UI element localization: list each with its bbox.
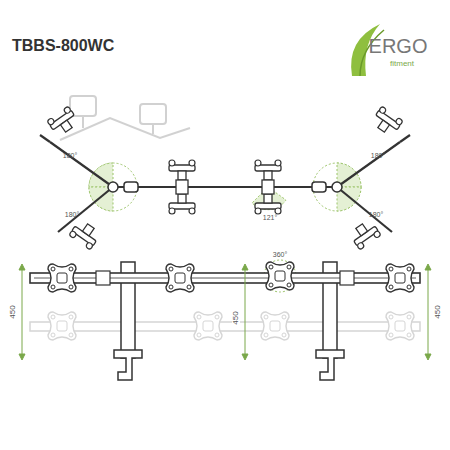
drawing-part [242, 264, 248, 270]
drawing-part [34, 278, 416, 279]
drawing-part [89, 163, 137, 211]
drawing-part [96, 271, 110, 285]
drawing-part [169, 160, 195, 180]
angle-label: 180° [64, 211, 80, 218]
drawing-part [264, 260, 296, 292]
drawing-part [48, 312, 76, 340]
drawing-part [152, 124, 154, 134]
drawing-part [70, 96, 96, 116]
drawing-part [400, 135, 410, 142]
drawing-part [332, 182, 342, 192]
drawing-part [140, 104, 166, 124]
drawing-part [262, 180, 274, 194]
drawing-part [30, 273, 420, 283]
drawing-part [337, 142, 400, 187]
drawing-part [316, 350, 344, 380]
drawing-part [19, 354, 25, 360]
drawing-part [386, 312, 414, 340]
ghost-front [30, 312, 420, 340]
angle-label: 180° [370, 152, 386, 159]
drawing-part [47, 106, 80, 137]
drawing-part [340, 271, 354, 285]
dimension-lines [19, 264, 431, 360]
drawing-part [313, 163, 361, 211]
ghost-arm [60, 96, 190, 140]
drawing-part [19, 264, 25, 270]
drawing-part [60, 118, 190, 140]
top-joints [108, 182, 342, 192]
logo-subtext: fitment [389, 60, 415, 68]
drawing-part [40, 135, 50, 142]
drawing-part [348, 219, 381, 250]
drawing-part [166, 264, 194, 292]
drawing-part [312, 182, 326, 192]
dimension-label: 450 [9, 304, 17, 319]
drawing-part [266, 262, 294, 290]
drawing-part [255, 160, 281, 180]
drawing-part [50, 142, 113, 187]
drawing-part [428, 268, 429, 356]
drawing-part [370, 106, 403, 137]
drawing-part [194, 312, 222, 340]
drawing-part [176, 180, 188, 194]
drawing-part [261, 312, 289, 340]
logo-text: ERGO [368, 36, 429, 56]
angle-label: 121° [262, 214, 278, 221]
drawing-part [48, 264, 76, 292]
drawing-part [386, 264, 414, 292]
top-view [40, 135, 410, 232]
drawing-part [113, 186, 337, 188]
angle-label: 180° [368, 211, 384, 218]
drawing-part [114, 350, 142, 380]
angle-label: 360° [272, 251, 288, 258]
angle-label: 180° [62, 152, 78, 159]
drawing-part [425, 264, 431, 270]
drawing-part [82, 116, 84, 128]
drawing-part [108, 182, 118, 192]
drawing-part [255, 194, 281, 214]
drawing-part [245, 268, 246, 356]
drawing-part [169, 194, 195, 214]
drawing-part [124, 182, 138, 192]
drawing-part [337, 187, 392, 232]
drawing-part [58, 187, 113, 232]
drawing-part [22, 268, 23, 356]
drawing-part [242, 354, 248, 360]
drawing-part [30, 322, 420, 331]
dimension-label: 450 [434, 304, 442, 319]
model-title: TBBS-800WC [12, 38, 114, 54]
top-plates [47, 106, 403, 250]
dimension-label: 450 [232, 310, 240, 325]
front-plates [48, 262, 414, 292]
drawing-part [69, 219, 102, 250]
drawing-part [425, 354, 431, 360]
front-bar [30, 271, 420, 285]
